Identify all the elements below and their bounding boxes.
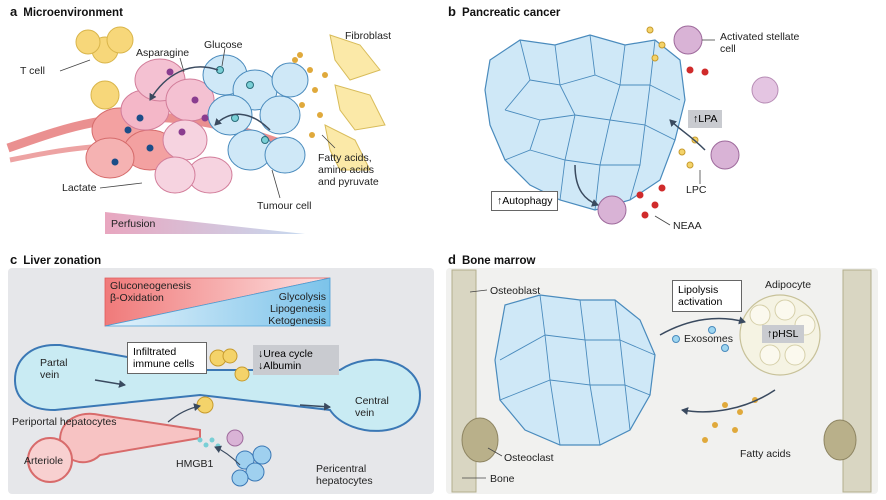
panel-d-letter: d (448, 252, 456, 267)
box-autophagy: ↑Autophagy (491, 191, 559, 211)
panel-c-heading: Liver zonation (23, 255, 102, 267)
label-lactate: Lactate (62, 182, 97, 194)
nutrient-dots (111, 52, 328, 166)
pancreatic-tumour-cells (484, 34, 686, 211)
panel-a-heading: Microenvironment (23, 7, 123, 19)
panel-a (6, 26, 386, 234)
panel-b (484, 25, 779, 226)
label-fatty-acids-d: Fatty acids (740, 448, 791, 460)
panel-b-heading: Pancreatic cancer (461, 7, 561, 19)
label-albumin: ↓Albumin (258, 360, 302, 372)
sinusoid (13, 344, 422, 432)
bone-right (842, 269, 872, 493)
panel-c (8, 268, 434, 494)
panel-c-title: c Liver zonation (10, 252, 101, 267)
pericentral-gradient (104, 277, 331, 327)
label-stellate: Activated stellate cell (720, 31, 800, 55)
label-pericentral: Pericentral hepatocytes (316, 463, 373, 487)
panel-d-heading: Bone marrow (461, 255, 536, 267)
label-neaa: NEAA (673, 220, 702, 232)
label-central-vein: Central vein (355, 395, 389, 419)
label-arteriole: Arteriole (24, 455, 64, 467)
label-gluconeogenesis: Gluconeogenesis (110, 280, 192, 292)
label-osteoclast: Osteoclast (504, 452, 554, 464)
t-cells (75, 26, 134, 110)
label-tumour-cell: Tumour cell (257, 200, 312, 212)
label-b-oxidation: β-Oxidation (110, 292, 164, 304)
d-fatty-dots (702, 397, 758, 443)
fibroblasts (324, 34, 386, 171)
label-osteoblast: Osteoblast (490, 285, 541, 297)
label-perfusion: Perfusion (111, 218, 156, 230)
label-lipogenesis: Lipogenesis (269, 303, 326, 315)
panel-d-title: d Bone marrow (448, 252, 535, 267)
box-infiltrated: Infiltrated immune cells (127, 342, 207, 374)
panel-a-title: a Microenvironment (10, 4, 123, 19)
tumour-cell-cluster (202, 54, 309, 174)
label-glycolysis: Glycolysis (278, 291, 326, 303)
box-lipolysis: Lipolysis activation (672, 280, 742, 312)
marrow-tumour-cells (494, 294, 656, 446)
panel-d (446, 268, 878, 494)
label-asparagine: Asparagine (136, 47, 190, 59)
box-lpa: ↑LPA (688, 110, 723, 128)
panel-b-letter: b (448, 4, 456, 19)
label-fibroblast: Fibroblast (345, 30, 392, 42)
label-fatty-acids-a: Fatty acids, amino acids and pyruvate (318, 152, 379, 188)
label-ketogenesis: Ketogenesis (268, 315, 326, 327)
b-dots (636, 26, 709, 219)
pericentral-cluster (226, 429, 272, 487)
label-hmgb1: HMGB1 (176, 458, 214, 470)
label-adipocyte: Adipocyte (765, 279, 812, 291)
box-urea-albumin: ↓Urea cycle↓Albumin (253, 345, 339, 375)
label-portal-vein: Partal vein (40, 357, 68, 381)
label-bone: Bone (490, 473, 515, 485)
label-t-cell: T cell (20, 65, 45, 77)
stellate-cells (597, 25, 779, 225)
label-lpc: LPC (686, 184, 707, 196)
perfusion-gradient (105, 212, 305, 234)
label-exosomes: Exosomes (684, 333, 734, 345)
panel-a-letter: a (10, 4, 18, 19)
label-periportal: Periportal hepatocytes (12, 416, 117, 428)
label-urea: ↓Urea cycle (258, 348, 313, 360)
label-glucose: Glucose (204, 39, 243, 51)
box-phsl: ↑pHSL (762, 325, 804, 343)
panel-c-letter: c (10, 252, 18, 267)
panel-b-title: b Pancreatic cancer (448, 4, 560, 19)
